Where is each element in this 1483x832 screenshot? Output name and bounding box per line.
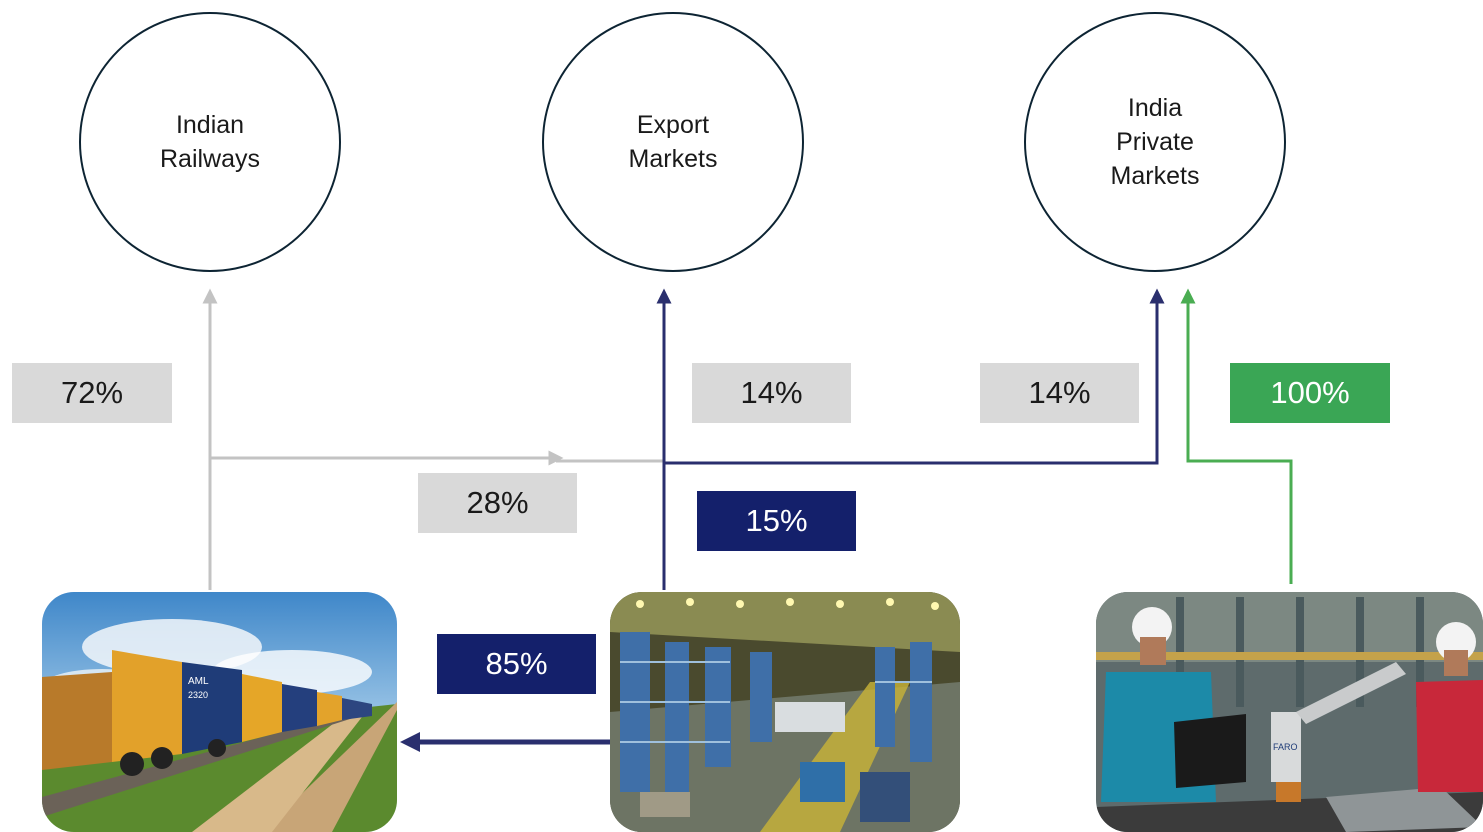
factory-floor-photo (610, 592, 960, 832)
node-indian-railways-label: Indian Railways (159, 111, 261, 173)
pct-wagons-redirect: 28% (418, 473, 577, 533)
node-private-markets: India Private Markets (1024, 12, 1286, 272)
freight-wagons-photo: AML 2320 (42, 592, 397, 832)
node-indian-railways: Indian Railways (79, 12, 341, 272)
pct-plant-export: 15% (697, 491, 856, 551)
node-export-markets: Export Markets (542, 12, 804, 272)
pct-railways: 72% (12, 363, 172, 423)
svg-text:FARO: FARO (1273, 742, 1298, 752)
node-export-markets-label: Export Markets (628, 111, 718, 173)
wagon-text-aml: AML (188, 676, 209, 687)
engineers-photo: FARO (1096, 592, 1483, 832)
wagon-text-number: 2320 (188, 690, 208, 700)
pct-private: 14% (980, 363, 1139, 423)
pct-plant-to-wagons: 85% (437, 634, 596, 694)
pct-export: 14% (692, 363, 851, 423)
pct-private-direct: 100% (1230, 363, 1390, 423)
node-private-markets-label: India Private Markets (1110, 94, 1200, 190)
green-flow-private (1180, 288, 1293, 584)
navy-flow-private (664, 288, 1165, 465)
